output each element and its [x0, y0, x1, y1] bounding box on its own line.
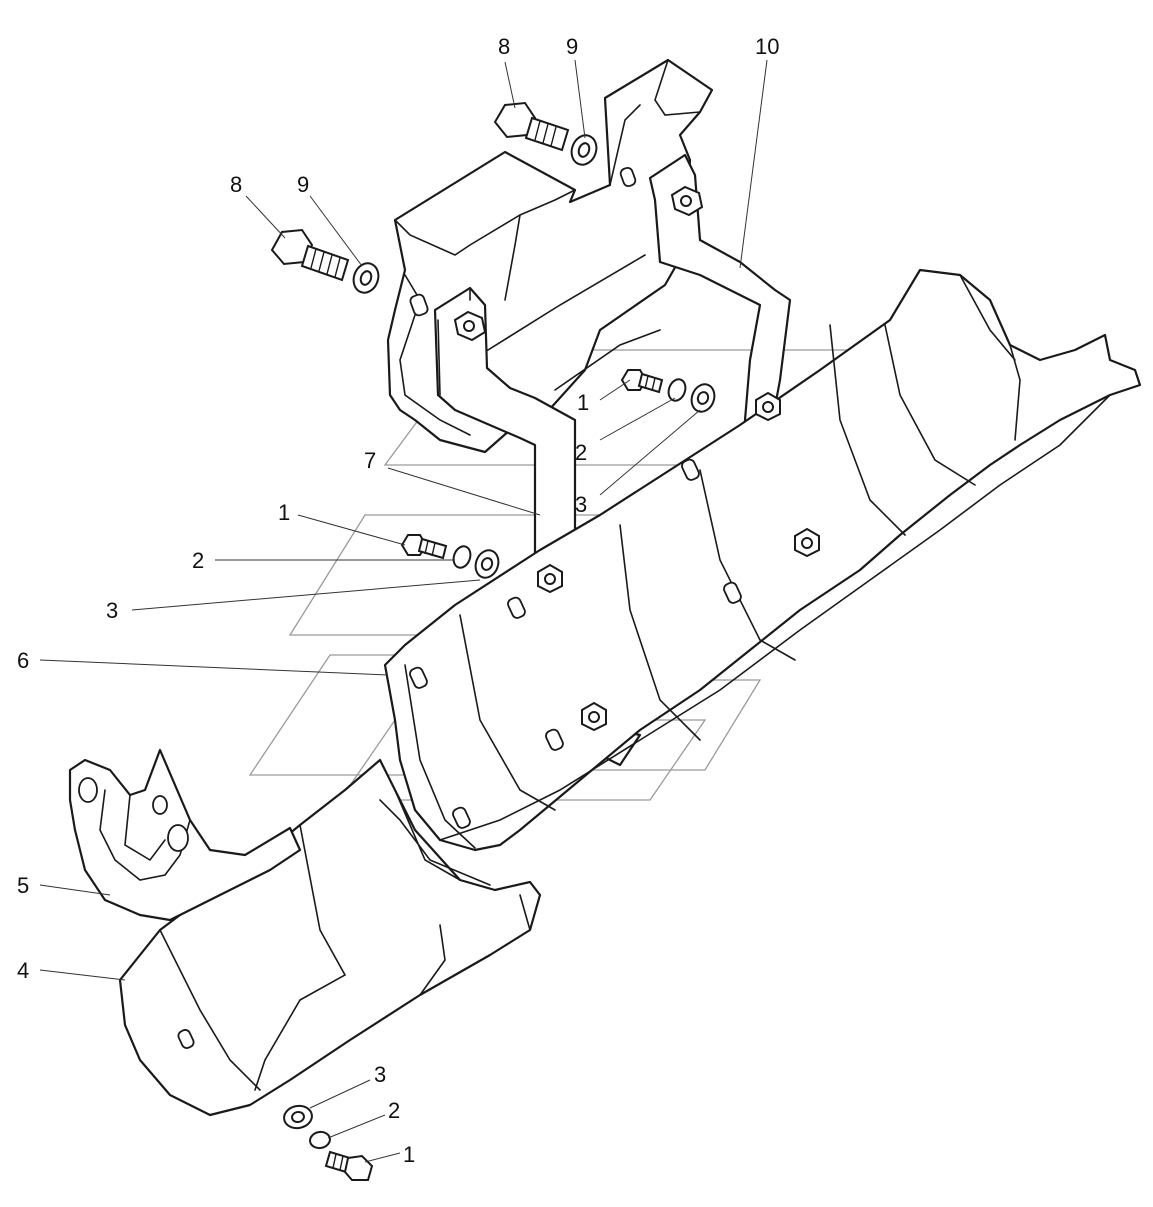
- callout-3-middle: 3: [106, 598, 118, 623]
- nut-left-top: [453, 310, 487, 342]
- callout-1-middle: 1: [278, 500, 290, 525]
- callout-2-bottom: 2: [388, 1098, 400, 1123]
- callout-2-middle: 2: [192, 548, 204, 573]
- end-plate: [68, 748, 302, 922]
- callout-9-lower: 9: [297, 172, 309, 197]
- callout-labels: 8 9 10 8 9 1 2 3 7 1 2 3 6 5 4 3 2 1: [17, 34, 779, 1167]
- callout-3-upper: 3: [575, 492, 587, 517]
- callout-8-lower: 8: [230, 172, 242, 197]
- callout-2-upper: 2: [575, 440, 587, 465]
- leader-lines: [39, 59, 768, 1163]
- bolt-8-upper: [493, 101, 598, 166]
- front-shell: [118, 758, 542, 1117]
- callout-8-upper: 8: [498, 34, 510, 59]
- callout-5: 5: [17, 873, 29, 898]
- bolt-8-lower: [270, 228, 380, 294]
- callout-3-bottom: 3: [374, 1062, 386, 1087]
- nut-right-mid: [755, 391, 781, 422]
- callout-6: 6: [17, 648, 29, 673]
- callout-7: 7: [364, 448, 376, 473]
- bolt-set-middle: [400, 534, 500, 579]
- nut-left-bottom: [581, 701, 607, 732]
- callout-1-bottom: 1: [403, 1142, 415, 1167]
- bolt-set-bottom: [283, 1104, 374, 1181]
- bolt-set-upper: [620, 369, 716, 413]
- nut-right-bottom: [794, 527, 820, 558]
- callout-4: 4: [17, 958, 29, 983]
- callout-10: 10: [755, 34, 779, 59]
- nut-right-top: [670, 185, 704, 217]
- nut-left-mid: [537, 563, 563, 594]
- callout-1-upper: 1: [577, 390, 589, 415]
- callout-9-upper: 9: [566, 34, 578, 59]
